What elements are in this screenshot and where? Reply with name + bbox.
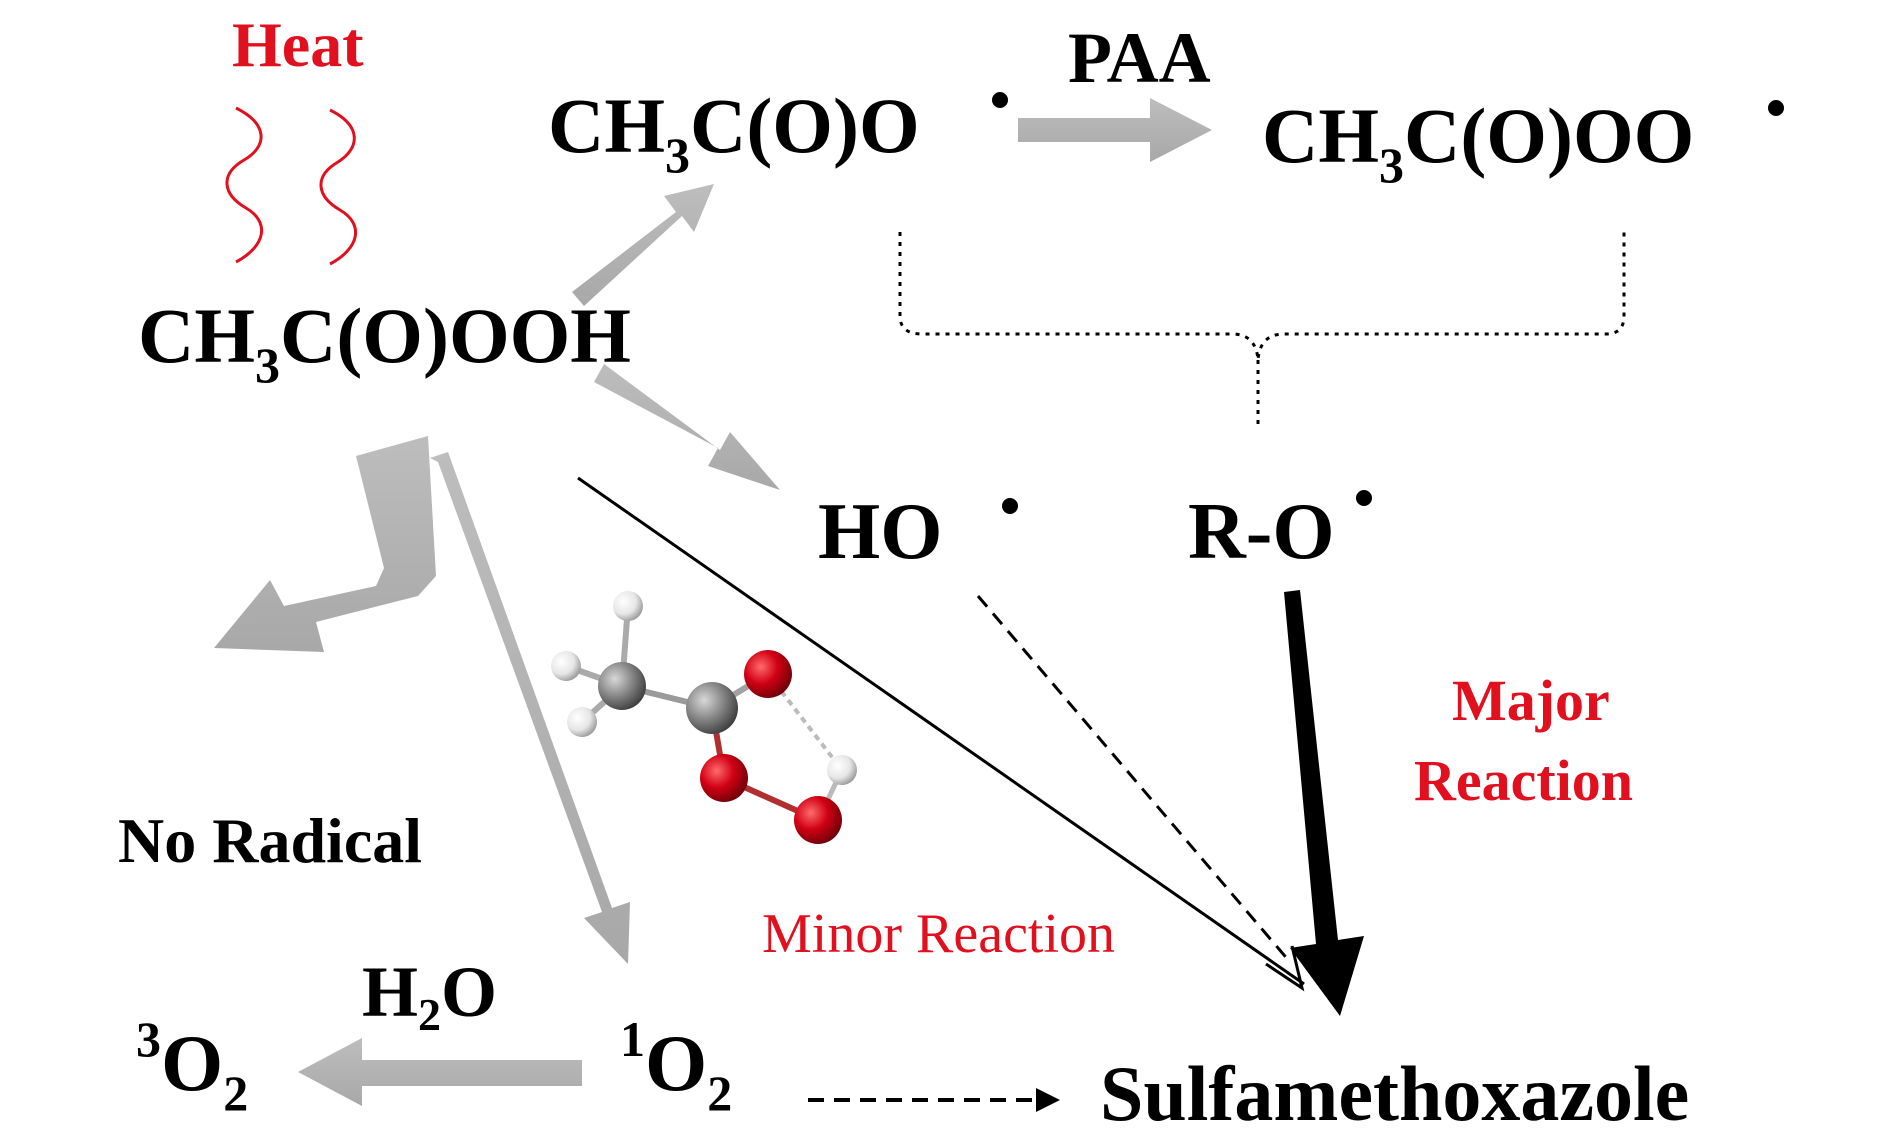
arrow-to-singlet-oxygen	[430, 452, 630, 964]
acetyloxyl-radical-formula: CH3C(O)O	[548, 82, 920, 183]
peracetic-acid-molecule-icon	[551, 591, 857, 844]
singlet-oxygen-formula: 1O2	[620, 1011, 732, 1121]
radical-dot-icon	[992, 92, 1008, 108]
hydroxyl-to-target-dashed-arrow	[976, 595, 1292, 963]
minor-reaction-label: Minor Reaction	[762, 903, 1115, 965]
peracetic-acid-formula: CH3C(O)OOH	[138, 292, 631, 393]
major-reaction-arrow	[1284, 590, 1364, 1016]
organic-radical-formula: R-O	[1188, 488, 1335, 576]
radical-group-bracket	[898, 232, 1626, 430]
heat-label: Heat	[232, 9, 364, 80]
heat-wave-icon-left	[225, 106, 263, 264]
paa-arrow	[1018, 98, 1212, 162]
radical-dot-icon	[1002, 498, 1018, 514]
acetylperoxyl-radical-formula: CH3C(O)OO	[1262, 92, 1694, 193]
hydroxyl-arrowhead	[1265, 945, 1305, 992]
singlet-oxygen-arrowhead	[1036, 1088, 1060, 1112]
triplet-oxygen-formula: 3O2	[136, 1011, 248, 1121]
hydroxyl-radical-formula: HO	[818, 488, 942, 576]
paa-label: PAA	[1068, 18, 1211, 98]
heat-wave-icon-right	[319, 108, 357, 266]
major-reaction-label: Major Reaction	[1414, 668, 1633, 813]
arrow-to-no-radical	[214, 436, 436, 652]
arrow-to-hydroxyl	[594, 364, 780, 490]
water-formula: H2O	[362, 952, 497, 1040]
radical-dot-icon	[1356, 490, 1372, 506]
paa-direct-reaction-line	[577, 476, 1305, 986]
radical-dot-icon	[1768, 100, 1784, 116]
sulfamethoxazole-label: Sulfamethoxazole	[1100, 1050, 1689, 1134]
arrow-to-acetyloxyl	[572, 184, 714, 306]
no-radical-label: No Radical	[118, 805, 422, 876]
arrow-to-triplet-oxygen	[298, 1038, 582, 1106]
